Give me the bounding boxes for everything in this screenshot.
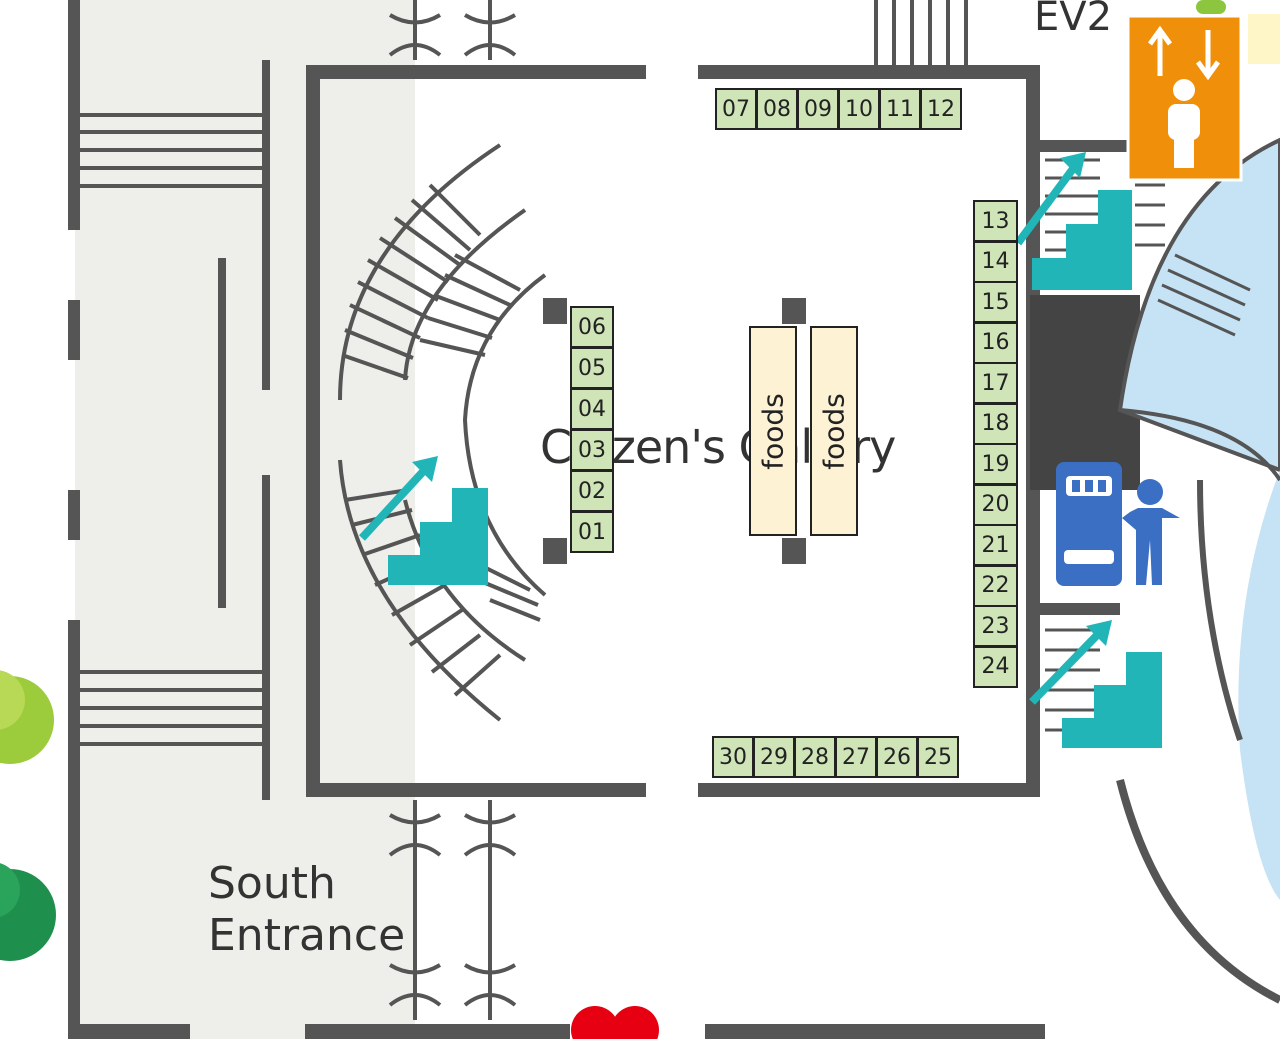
corridor-steps-bottom — [80, 670, 265, 746]
stairs-icon — [1014, 152, 1132, 290]
booth-22[interactable]: 22 — [973, 564, 1018, 607]
booth-10[interactable]: 10 — [838, 88, 880, 130]
booth-14[interactable]: 14 — [973, 240, 1018, 283]
booth-24[interactable]: 24 — [973, 645, 1018, 688]
booth-28[interactable]: 28 — [794, 736, 836, 778]
ticket-machine-icon — [1056, 462, 1122, 586]
booth-08[interactable]: 08 — [756, 88, 798, 130]
curved-seating — [338, 143, 547, 722]
tree-icon — [0, 863, 56, 961]
food-stall-label: foods — [817, 392, 851, 470]
booth-25[interactable]: 25 — [917, 736, 959, 778]
food-stall-label: foods — [756, 392, 790, 470]
door-icon — [388, 0, 517, 60]
corridor-steps-top — [80, 113, 265, 188]
corridor — [75, 0, 415, 1039]
booth-18[interactable]: 18 — [973, 402, 1018, 445]
green-marker — [1196, 0, 1226, 14]
entrance-label-line2: Entrance — [208, 910, 406, 961]
entrance-label: South Entrance — [208, 858, 405, 962]
food-stall[interactable]: foods — [810, 326, 858, 536]
booth-29[interactable]: 29 — [753, 736, 795, 778]
booth-03[interactable]: 03 — [570, 429, 614, 471]
side-wall — [1040, 140, 1135, 152]
elevator-icon[interactable] — [1126, 14, 1243, 182]
stair-lines — [874, 0, 968, 65]
booth-21[interactable]: 21 — [973, 524, 1018, 566]
tree-icon — [0, 670, 54, 764]
booth-01[interactable]: 01 — [570, 511, 614, 553]
entrance-label-line1: South — [208, 858, 336, 909]
stairs-icon — [359, 456, 488, 585]
booth-13[interactable]: 13 — [973, 200, 1018, 242]
booth-16[interactable]: 16 — [973, 321, 1018, 364]
pillars — [543, 298, 806, 564]
booth-05[interactable]: 05 — [570, 347, 614, 389]
booth-02[interactable]: 02 — [570, 470, 614, 512]
corridor-outer-wall — [68, 0, 80, 230]
door-icon — [388, 800, 517, 1020]
booth-04[interactable]: 04 — [570, 388, 614, 430]
red-marker — [571, 1006, 659, 1039]
booth-30[interactable]: 30 — [712, 736, 754, 778]
booth-11[interactable]: 11 — [879, 88, 921, 130]
booth-12[interactable]: 12 — [920, 88, 962, 130]
booth-06[interactable]: 06 — [570, 306, 614, 348]
water-feature — [1116, 137, 1280, 1004]
booth-20[interactable]: 20 — [973, 483, 1018, 526]
booth-15[interactable]: 15 — [973, 281, 1018, 323]
booth-27[interactable]: 27 — [835, 736, 877, 778]
booth-17[interactable]: 17 — [973, 362, 1018, 404]
food-stall[interactable]: foods — [749, 326, 797, 536]
stairs-icon — [1029, 620, 1162, 748]
booth-23[interactable]: 23 — [973, 605, 1018, 647]
booth-09[interactable]: 09 — [797, 88, 839, 130]
booth-19[interactable]: 19 — [973, 443, 1018, 485]
elevator-label: EV2 — [1034, 0, 1113, 40]
bottom-walls — [70, 1024, 1045, 1039]
booth-07[interactable]: 07 — [715, 88, 757, 130]
booth-26[interactable]: 26 — [876, 736, 918, 778]
person-icon — [1122, 479, 1180, 585]
